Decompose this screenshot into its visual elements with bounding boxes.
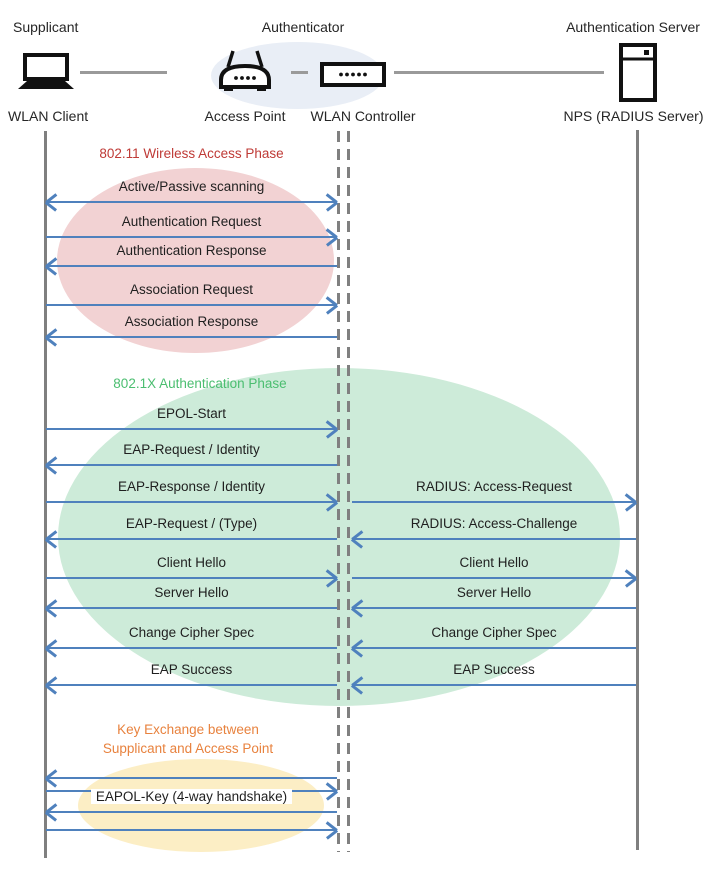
wlan-client-label: WLAN Client xyxy=(8,108,89,124)
wireless-phase-title: 802.11 Wireless Access Phase xyxy=(99,146,284,161)
server-icon xyxy=(619,43,657,107)
laptop-icon xyxy=(15,53,77,96)
arrowhead-left-icon xyxy=(46,194,60,210)
eapol-key-label: EAPOL-Key (4-way handshake) xyxy=(90,789,293,804)
arrowhead-right-icon xyxy=(323,494,337,510)
connector-ap-controller xyxy=(291,71,308,74)
server-lifeline xyxy=(636,130,639,850)
authenticator-role-label: Authenticator xyxy=(261,19,345,35)
connector-controller-server xyxy=(394,71,604,74)
arrowhead-right-icon xyxy=(323,822,337,838)
arrowhead-left-icon xyxy=(46,531,60,547)
wlan-controller-label: WLAN Controller xyxy=(310,108,416,124)
arrowhead-left-icon xyxy=(352,677,366,693)
nps-server-label: NPS (RADIUS Server) xyxy=(563,108,704,124)
arrowhead-right-icon xyxy=(323,194,337,210)
supplicant-lifeline xyxy=(44,131,47,858)
dot1x-phase-title: 802.1X Authentication Phase xyxy=(113,376,287,391)
key-exchange-ellipse xyxy=(78,759,324,852)
arrowhead-left-icon xyxy=(46,640,60,656)
arrowhead-left-icon xyxy=(46,677,60,693)
arrowhead-right-icon xyxy=(323,421,337,437)
wlan-controller-icon xyxy=(320,62,386,92)
arrowhead-left-icon xyxy=(352,600,366,616)
arrowhead-left-icon xyxy=(46,457,60,473)
supplicant-role-label: Supplicant xyxy=(13,19,79,35)
controller-lifeline-dash-left xyxy=(337,131,340,852)
auth-server-role-label: Authentication Server xyxy=(566,19,700,35)
controller-lifeline-dash-right xyxy=(347,131,350,852)
key-exchange-title-line1: Key Exchange between xyxy=(117,722,259,737)
arrowhead-left-icon xyxy=(46,770,60,786)
arrowhead-right-icon xyxy=(622,570,636,586)
connector-client-ap xyxy=(80,71,167,74)
key-exchange-title-line2: Supplicant and Access Point xyxy=(102,741,274,756)
arrowhead-left-icon xyxy=(46,329,60,345)
arrowhead-right-icon xyxy=(323,570,337,586)
wireless-phase-ellipse xyxy=(57,168,334,353)
access-point-icon xyxy=(213,49,277,98)
arrowhead-left-icon xyxy=(352,640,366,656)
arrowhead-right-icon xyxy=(323,297,337,313)
arrowhead-right-icon xyxy=(622,494,636,510)
arrowhead-left-icon xyxy=(46,804,60,820)
arrowhead-left-icon xyxy=(46,600,60,616)
access-point-label: Access Point xyxy=(204,108,286,124)
arrowhead-left-icon xyxy=(352,531,366,547)
arrowhead-left-icon xyxy=(46,258,60,274)
